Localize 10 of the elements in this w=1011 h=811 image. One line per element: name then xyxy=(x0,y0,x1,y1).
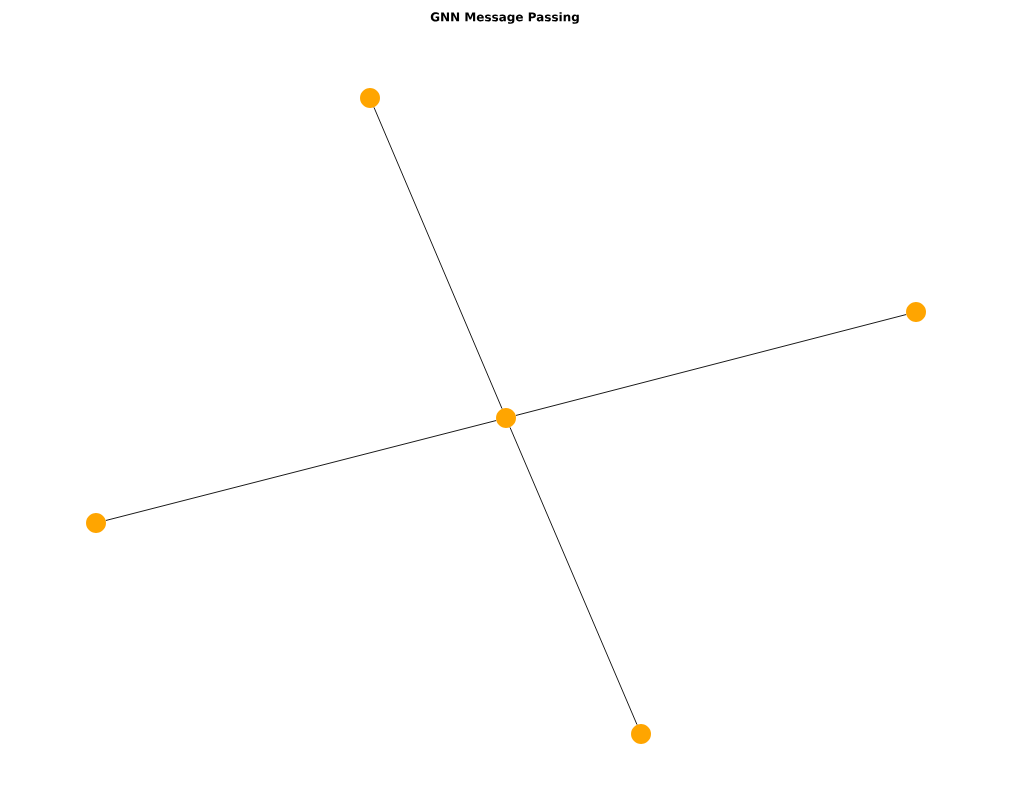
title: GNN Message Passing xyxy=(430,12,579,24)
graph-node xyxy=(906,302,926,322)
edge-line xyxy=(509,426,638,726)
graph-node xyxy=(631,724,651,744)
graph-node xyxy=(86,513,106,533)
graph-node xyxy=(360,88,380,108)
graph-node xyxy=(496,408,516,428)
edge-line xyxy=(105,420,497,521)
edge-line xyxy=(373,106,503,410)
edge-line xyxy=(515,314,907,416)
